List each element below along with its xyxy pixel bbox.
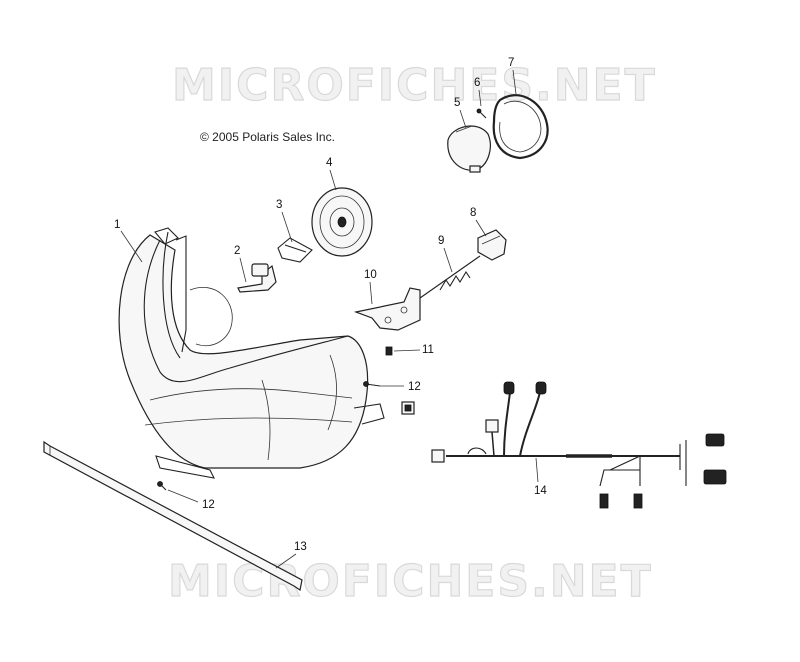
watermark-top: MICROFICHES.NET — [172, 60, 657, 111]
leader-2 — [239, 257, 247, 283]
headlight-bulb — [237, 263, 277, 293]
screw-11 — [385, 346, 393, 356]
callout-9: 9 — [438, 235, 444, 247]
mounting-bracket — [353, 287, 421, 331]
wiring-harness — [431, 381, 727, 509]
leader-12-lower — [167, 489, 199, 503]
leader-1 — [120, 230, 143, 263]
leader-5 — [459, 109, 467, 129]
leader-7 — [512, 69, 517, 95]
callout-12-upper: 12 — [408, 381, 421, 393]
leader-13 — [275, 553, 297, 569]
callout-7: 7 — [508, 57, 514, 69]
lamp-cover — [447, 125, 491, 173]
copyright-text: © 2005 Polaris Sales Inc. — [200, 130, 335, 144]
leader-3 — [281, 211, 293, 243]
callout-1: 1 — [114, 219, 120, 231]
adjuster-spring — [419, 255, 481, 299]
leader-8 — [475, 219, 487, 237]
callout-3: 3 — [276, 199, 282, 211]
screw-12-upper — [363, 381, 415, 415]
callout-11: 11 — [422, 344, 434, 356]
callout-2: 2 — [234, 245, 240, 257]
watermark-bottom: MICROFICHES.NET — [168, 556, 653, 607]
leader-11 — [393, 349, 421, 352]
screw-6 — [476, 108, 487, 119]
gasket — [492, 94, 549, 160]
screw-12-lower — [157, 481, 167, 491]
leader-14 — [535, 457, 539, 483]
retaining-clip — [277, 237, 313, 263]
callout-10: 10 — [364, 269, 377, 281]
callout-5: 5 — [454, 97, 460, 109]
callout-8: 8 — [470, 207, 476, 219]
leader-9 — [443, 247, 453, 273]
callout-14: 14 — [534, 485, 547, 497]
leader-6 — [478, 89, 482, 107]
adjuster-knob — [477, 229, 507, 261]
leader-10 — [369, 281, 373, 305]
foam-strip — [43, 440, 303, 591]
callout-4: 4 — [326, 157, 333, 169]
leader-4 — [329, 169, 337, 191]
reflector-lens — [311, 187, 373, 257]
callout-13: 13 — [294, 541, 307, 553]
callout-12-lower: 12 — [202, 499, 215, 511]
callout-6: 6 — [474, 77, 480, 89]
